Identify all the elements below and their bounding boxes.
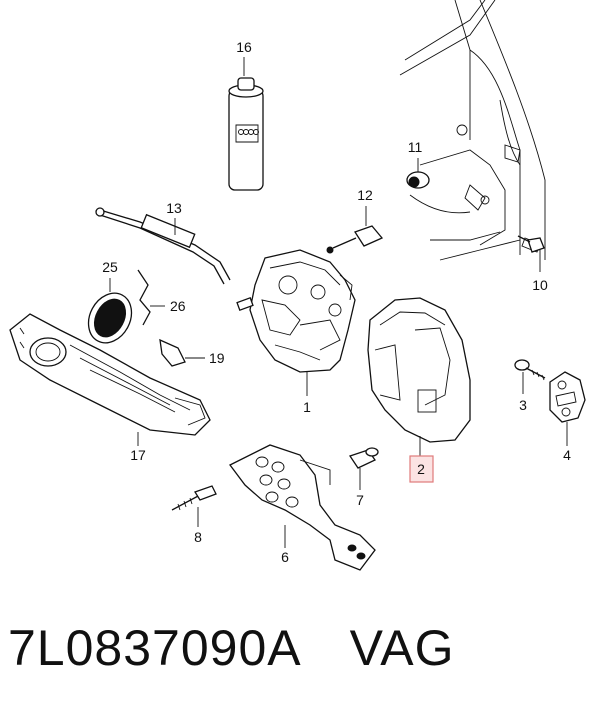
part-26-spring-clip [137,269,165,326]
part-number-caption: 7L0837090A VAG [8,618,455,678]
callout-19: 19 [209,350,225,366]
callout-11: 11 [408,139,423,155]
part-10-screw [517,235,545,272]
brand-label: VAG [349,620,455,676]
oem-part-number: 7L0837090A [8,620,302,676]
callout-10: 10 [532,277,548,293]
door-frame-drawing [399,0,546,261]
part-4-striker-plate [549,371,586,446]
callout-17: 17 [130,447,146,463]
part-1-door-lock-mechanism [236,249,356,396]
callout-26: 26 [170,298,186,314]
exploded-parts-diagram: 16 11 12 13 25 10 26 19 3 1 4 17 2 7 8 6 [9,0,586,571]
part-3-bolt [514,359,546,394]
part-25-speaker-grille [87,278,133,344]
part-2-lock-cover [367,297,471,456]
callout-8: 8 [194,529,202,545]
part-8-screw [171,485,217,527]
part-6-mounting-bracket [229,444,376,571]
callout-2: 2 [417,461,425,477]
callout-3: 3 [519,397,527,413]
callout-1: 1 [303,399,311,415]
callout-25: 25 [102,259,118,275]
callout-16: 16 [236,39,252,55]
callout-13: 13 [166,200,182,216]
part-19-lever [159,338,205,367]
part-16-grease-spray-can [228,57,264,191]
callout-7: 7 [356,492,364,508]
part-12-connector [326,206,384,254]
part-17-interior-handle-housing [9,313,211,446]
callout-12: 12 [357,187,373,203]
callout-4: 4 [563,447,571,463]
callout-6: 6 [281,549,289,565]
part-7-pin [348,447,379,490]
part-11-cap-plug [406,158,430,189]
part-13-operating-rod [95,207,231,285]
highlight-box-callout-2 [409,455,434,483]
